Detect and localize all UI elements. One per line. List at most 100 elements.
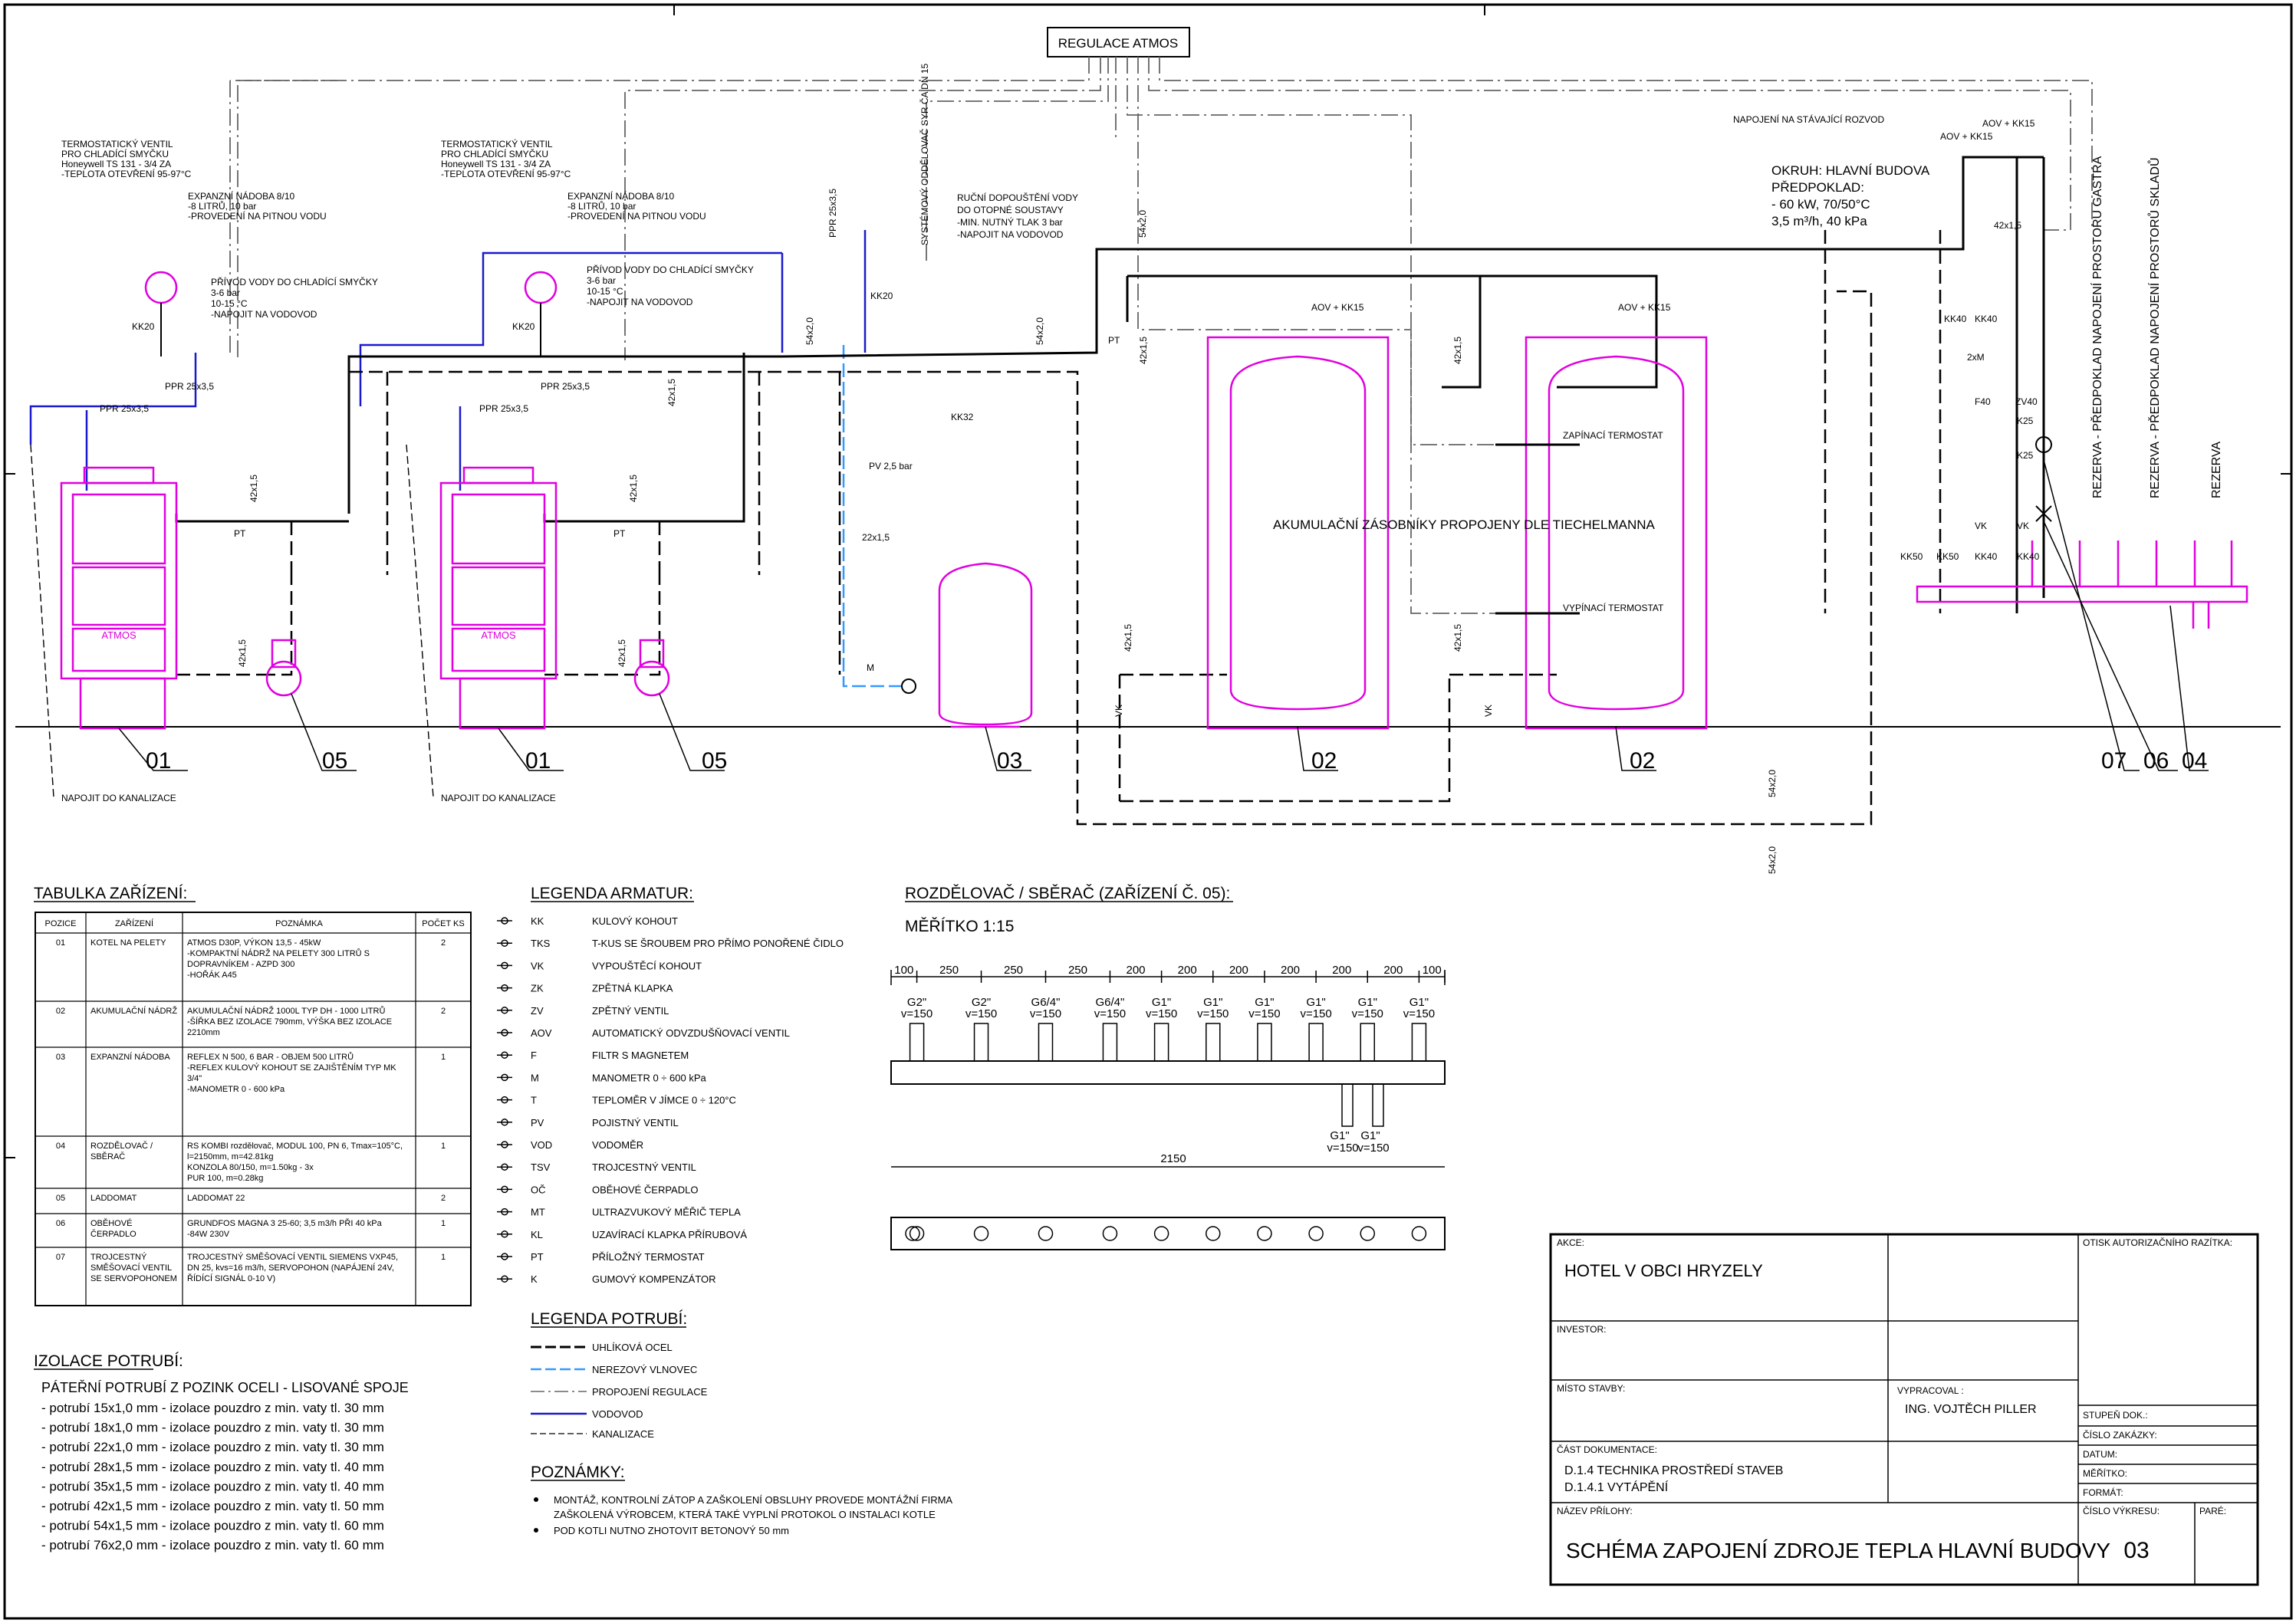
outlet-hole (1102, 1226, 1118, 1241)
dimension-label: 200 (1127, 964, 1146, 977)
svg-text:2xM: 2xM (1967, 352, 1985, 363)
svg-text:PPR 25x3,5: PPR 25x3,5 (541, 381, 590, 392)
svg-text:VK: VK (1113, 705, 1124, 717)
insulation-item: - potrubí 15x1,0 mm - izolace pouzdro z … (41, 1401, 384, 1415)
note-1-line-1: MONTÁŽ, KONTROLNÍ ZÁTOP A ZAŠKOLENÍ OBSL… (554, 1494, 952, 1506)
notes-title: POZNÁMKY: (531, 1464, 625, 1481)
svg-text:-PROVEDENÍ NA PITNOU VODU: -PROVEDENÍ NA PITNOU VODU (188, 210, 327, 222)
outlet-stub (973, 1023, 989, 1062)
total-length: 2150 (1160, 1152, 1186, 1165)
note-1-line-2: ZAŠKOLENÁ VÝROBCEM, KTERÁ TAKÉ VYPLNÍ PR… (554, 1509, 936, 1520)
fitting-code: KK (531, 915, 544, 927)
cast-value-1: D.1.4 TECHNIKA PROSTŘEDÍ STAVEB (1564, 1463, 1783, 1477)
fitting-text: TEPLOMĚR V JÍMCE 0 ÷ 120°C (592, 1095, 736, 1106)
fitting-symbol-icon (501, 917, 508, 925)
component-numbers: 01 05 01 05 03 02 02 07 06 04 (146, 748, 2207, 774)
dimension-label: 200 (1229, 964, 1248, 977)
table-cell-note: 2210mm (187, 1028, 220, 1037)
table-cell-note: AKUMULAČNÍ NÁDRŽ 1000L TYP DH - 1000 LIT… (187, 1006, 385, 1016)
reserve-sklad: REZERVA - PŘEDPOKLAD NAPOJENÍ PROSTORŮ S… (2147, 157, 2162, 498)
svg-text:PT: PT (234, 528, 246, 539)
stainless-line (842, 345, 905, 688)
svg-text:PPR 25x3,5: PPR 25x3,5 (479, 403, 528, 414)
outlet-height: v=150 (1352, 1007, 1383, 1020)
fitting-text: KULOVÝ KOHOUT (592, 915, 678, 927)
table-cell-name: AKUMULAČNÍ NÁDRŽ (90, 1006, 177, 1016)
fitting-text: MANOMETR 0 ÷ 600 kPa (592, 1072, 707, 1083)
table-cell-name: EXPANZNÍ NÁDOBA (90, 1052, 170, 1062)
insulation-items: - potrubí 15x1,0 mm - izolace pouzdro z … (41, 1401, 384, 1552)
fitting-symbol-icon (501, 1029, 508, 1037)
otisk-label: OTISK AUTORIZAČNÍHO RAZÍTKA: (2083, 1237, 2232, 1248)
table-cell-note: l=2150mm, m=42.81kg (187, 1152, 274, 1161)
legend-fittings-title: LEGENDA ARMATUR: (531, 885, 693, 902)
insulation-item: - potrubí 42x1,5 mm - izolace pouzdro z … (41, 1499, 384, 1513)
fitting-code: T (531, 1095, 537, 1106)
bottom-outlet-stub (1341, 1083, 1354, 1127)
fitting-code: KL (531, 1229, 543, 1240)
svg-text:KK50: KK50 (1936, 551, 1959, 562)
switch-off-text: VYPÍNACÍ TERMOSTAT (1563, 602, 1664, 613)
zakazka-label: ČÍSLO ZAKÁZKY: (2083, 1429, 2157, 1441)
three-way-valve (2035, 505, 2052, 522)
svg-text:KK50: KK50 (1900, 551, 1923, 562)
table-cell-note: 3/4" (187, 1074, 202, 1083)
vypracoval-label: VYPRACOVAL : (1897, 1385, 1964, 1396)
svg-text:KK40: KK40 (1975, 314, 1998, 324)
fitting-text: ULTRAZVUKOVÝ MĚŘIČ TEPLA (592, 1207, 741, 1218)
svg-text:42x1,5: 42x1,5 (617, 639, 627, 667)
svg-text:42x1,5: 42x1,5 (1123, 624, 1133, 652)
svg-text:54x2,0: 54x2,0 (804, 317, 815, 345)
insulation-section: IZOLACE POTRUBÍ: PÁTEŘNÍ POTRUBÍ Z POZIN… (34, 1352, 409, 1552)
fitting-symbol-icon (501, 1275, 508, 1283)
pipe-legend-sewer: KANALIZACE (592, 1428, 654, 1440)
svg-text:-TEPLOTA OTEVŘENÍ 95-97°C: -TEPLOTA OTEVŘENÍ 95-97°C (441, 168, 571, 179)
table-cell-name: TROJCESTNÝ (90, 1252, 147, 1262)
svg-text:KK40: KK40 (1975, 551, 1998, 562)
fitting-code: PT (531, 1251, 544, 1263)
accumulation-tank-2 (1525, 336, 1708, 730)
pare-label: PARÉ: (2199, 1505, 2226, 1516)
svg-text:54x2,0: 54x2,0 (1137, 210, 1148, 238)
distributor-outlets: G2"v=150G2"v=150G6/4"v=150G6/4"v=150G1"v… (901, 996, 1435, 1062)
reserve: REZERVA (2210, 442, 2223, 498)
table-cell-pos: 07 (56, 1253, 65, 1262)
table-cell-count: 2 (441, 938, 446, 948)
table-cell-count: 2 (441, 1007, 446, 1016)
outlet-height: v=150 (901, 1007, 933, 1020)
cast-label: ČÁST DOKUMENTACE: (1557, 1444, 1657, 1455)
bottom-outlet-thread: G1" (1360, 1129, 1380, 1142)
bottom-outlet-height: v=150 (1357, 1142, 1389, 1155)
svg-text:TERMOSTATICKÝ VENTIL: TERMOSTATICKÝ VENTIL (441, 138, 553, 149)
reserve-gastro: REZERVA - PŘEDPOKLAD NAPOJENÍ PROSTORU G… (2090, 156, 2104, 498)
insulation-item: - potrubí 28x1,5 mm - izolace pouzdro z … (41, 1460, 384, 1474)
label-02-b: 02 (1630, 748, 1655, 774)
table-cell-pos: 04 (56, 1142, 65, 1151)
table-cell-note: DOPRAVNÍKEM - AZPD 300 (187, 959, 294, 969)
distributor-holes (905, 1226, 1427, 1241)
outlet-thread: G2" (972, 996, 991, 1009)
outlet-height: v=150 (1300, 1007, 1331, 1020)
distributor-title: ROZDĚLOVAČ / SBĚRAČ (ZAŘÍZENÍ Č. 05): (905, 885, 1230, 902)
label-01-b: 01 (525, 748, 551, 774)
exp-vessel-text: EXPANZNÍ NÁDOBA 8/10 (188, 190, 294, 202)
investor-label: INVESTOR: (1557, 1324, 1606, 1335)
fitting-code: OČ (531, 1184, 546, 1195)
supply-main (175, 156, 2045, 613)
outlet-thread: G6/4" (1031, 996, 1061, 1009)
nazev-label: NÁZEV PŘÍLOHY: (1557, 1505, 1633, 1516)
table-cell-pos: 06 (56, 1219, 65, 1228)
return-main (176, 230, 1942, 826)
outlet-height: v=150 (1248, 1007, 1280, 1020)
svg-text:PV 2,5 bar: PV 2,5 bar (869, 461, 913, 471)
table-cell-count: 2 (441, 1194, 446, 1203)
svg-text:-PROVEDENÍ NA PITNOU VODU: -PROVEDENÍ NA PITNOU VODU (567, 210, 706, 222)
legend-pipes: LEGENDA POTRUBÍ: UHLÍKOVÁ OCEL NEREZOVÝ … (531, 1310, 708, 1440)
svg-text:K25: K25 (2017, 416, 2034, 426)
label-07: 07 (2101, 748, 2127, 774)
regulation-label: REGULACE ATMOS (1058, 36, 1179, 51)
table-cell-pos: 01 (56, 938, 65, 948)
